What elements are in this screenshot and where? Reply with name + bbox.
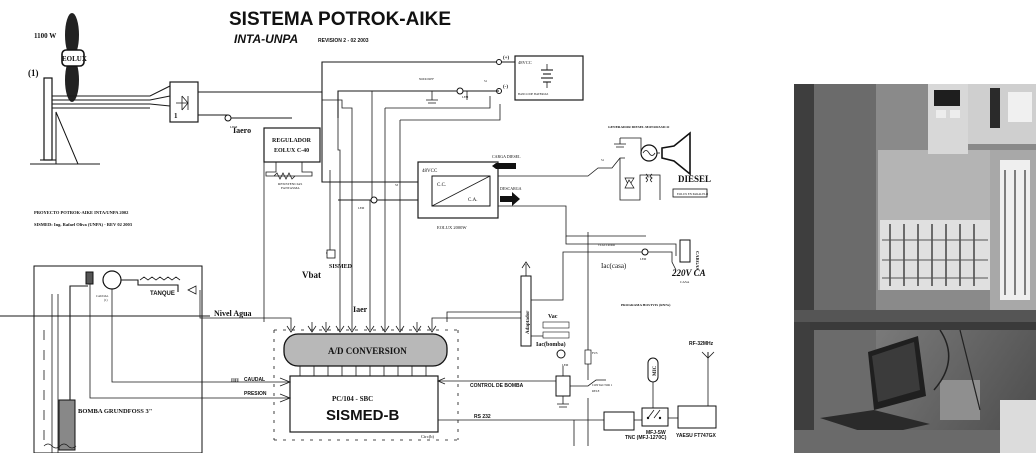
svg-text:T1: T1 (648, 175, 652, 179)
wind-brand-label: EOLUX (62, 55, 87, 63)
shunt-label: NODO REF (419, 77, 434, 81)
svg-text:LEM: LEM (562, 363, 569, 367)
mic-label: MIC (653, 365, 658, 376)
pump-name-label: BOMBA GRUNDFOSS 3" (78, 408, 152, 415)
svg-text:LEM: LEM (358, 206, 365, 210)
pc104-box (289, 375, 439, 433)
rf-label: RF-32MHz (689, 341, 714, 347)
pulses-label: ΠΠ (231, 379, 239, 384)
wind-turbine: 1100 W EOLUX (1) (28, 13, 100, 165)
iac-bomba-label: Iac(bomba) (536, 341, 566, 348)
rectifier-label: 1 (174, 112, 178, 120)
load-voltage: 220V CA (671, 268, 706, 278)
svg-text:S1: S1 (601, 158, 605, 162)
load-resistor (679, 239, 691, 263)
battery-bank-label: BANCO DE BATERIAS (518, 92, 549, 96)
flow-meter-label2: (1) (104, 298, 108, 302)
resistors-line1: RESISTENCIAS (278, 182, 302, 186)
inverter-voltage: 48VCC (422, 169, 438, 174)
regulator-line2: EOLUX C-40 (274, 148, 309, 154)
wind-number-label: (1) (28, 68, 39, 78)
adapter-label: Adaptador (526, 310, 531, 334)
svg-text:LEM: LEM (640, 257, 647, 261)
inverter-dc: C.C. (437, 183, 446, 188)
mfj-sw-label: MFJ-SW (646, 430, 666, 436)
iaer-label: Iaer (353, 305, 368, 314)
lem-sensor-iaero (224, 114, 232, 122)
iac-casa-label: Iac(casa) (601, 262, 627, 270)
tank-label: TANQUE (150, 291, 175, 297)
circ-label: Circ(b) (421, 434, 434, 439)
installation-photo (794, 84, 1036, 453)
control-bomba-label: CONTROL DE BOMBA (470, 383, 524, 389)
rs232-label: RS 232 (474, 414, 491, 420)
flow-meter (102, 270, 122, 290)
diagram-subtitle: INTA-UNPA (234, 32, 298, 46)
caudal-label: CAUDAL (244, 377, 265, 383)
svg-text:S3: S3 (395, 183, 399, 187)
descarga-label: DESCARGA (500, 186, 522, 191)
svg-text:LEM: LEM (462, 95, 469, 99)
battery-minus-label: (-) (503, 85, 508, 90)
wind-power-label: 1100 W (34, 32, 56, 40)
generator-title: GENERADOR DIESEL MONOFASICO (608, 125, 670, 129)
yaesu-label: YAESU FT747GX (676, 433, 716, 439)
contactor-relay (555, 375, 571, 397)
carga-diesel-label: CARGA DIESEL (492, 154, 521, 159)
presion-label: PRESION (244, 391, 267, 397)
revision-label: REVISION 2 - 02 2003 (318, 38, 369, 44)
flow-meter-label: CAUDAL (96, 294, 109, 298)
inverter-name: EOLUX 2000W (437, 225, 467, 230)
pressure-sensor (85, 271, 94, 285)
diagram-title: SISTEMA POTROK-AIKE (229, 9, 451, 30)
vac-label: Vac (548, 314, 558, 320)
tnc-box (603, 411, 635, 431)
casa-label: CASA (680, 280, 690, 284)
battery-voltage: 48VCC (518, 60, 532, 65)
battery-plus-label: (+) (503, 56, 510, 61)
tnc-label: TNC (MFJ-1270C) (625, 435, 667, 441)
cargas-label: CARGAS (695, 251, 700, 270)
pump-well: CAUDAL (1) TANQUE BOMBA GRUNDFOSS 3" (0, 265, 210, 453)
pc104-name: SISMED-B (326, 407, 400, 424)
ad-input-arrows (286, 322, 437, 333)
credits-line1: PROYECTO POTROK-AIKE INTA/UNPA 2002 (34, 210, 129, 215)
fus-label: FUS (592, 351, 598, 355)
lem-label-iaero: LEM (230, 125, 238, 129)
yaesu-box (677, 405, 717, 429)
sismed-label: SISMED (329, 264, 353, 270)
iaero-label: Iaero (233, 126, 251, 135)
resistors-line2: FANTASMA (281, 186, 300, 190)
svg-text:S1: S1 (484, 79, 488, 83)
programa-label: PROGRAMA HOSTVIS (RNNs) (621, 303, 671, 307)
regulator-box (263, 127, 321, 163)
contactor2-label: RELE (592, 389, 600, 393)
nivel-agua-label: Nivel Agua (214, 309, 252, 318)
inverter-ac: C.A. (468, 198, 477, 203)
pc104-title: PC/104 - SBC (332, 395, 373, 403)
rectifier-box (169, 81, 199, 123)
contactor-label: CONTACTOR 1 (592, 383, 613, 387)
svg-text:EOLUX EN PARALELO: EOLUX EN PARALELO (677, 192, 709, 196)
regulator-line1: REGULADOR (272, 138, 312, 144)
ad-conversion-label: A/D CONVERSION (328, 346, 407, 356)
vbat-label: Vbat (302, 270, 321, 280)
ad-conversion-block (283, 333, 448, 367)
diesel-label: DIESEL (678, 174, 711, 184)
pump-body (58, 399, 76, 451)
credits-line2: SISMED: Ing. Rafael Oliva (UNPA) - REV 0… (34, 222, 133, 227)
sismed-ground (326, 249, 336, 259)
svg-text:TLACCaldaia: TLACCaldaia (598, 243, 616, 247)
